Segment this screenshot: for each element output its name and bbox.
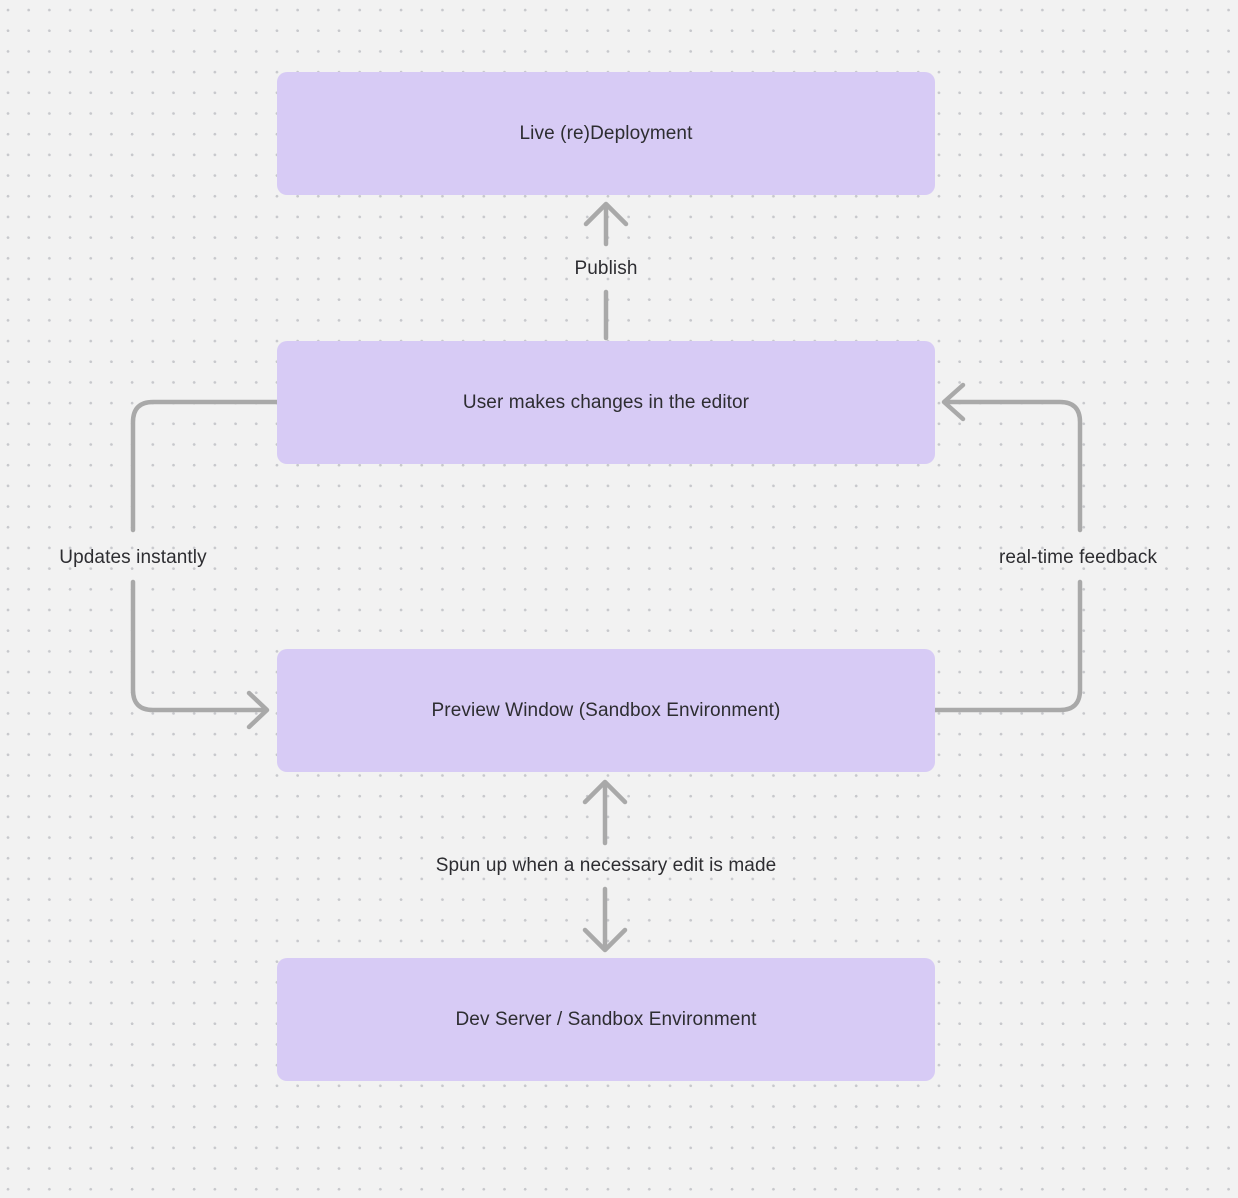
node-dev-server[interactable]: Dev Server / Sandbox Environment — [277, 958, 935, 1081]
edge-label-realtime-feedback: real-time feedback — [998, 547, 1158, 568]
node-preview-window-label: Preview Window (Sandbox Environment) — [431, 699, 781, 721]
node-live-redeployment[interactable]: Live (re)Deployment — [277, 72, 935, 195]
node-live-redeployment-label: Live (re)Deployment — [519, 122, 693, 144]
edge-label-spun-up: Spun up when a necessary edit is made — [435, 855, 777, 876]
node-dev-server-label: Dev Server / Sandbox Environment — [455, 1008, 757, 1030]
edge-label-updates-instantly: Updates instantly — [59, 547, 207, 568]
node-user-changes-label: User makes changes in the editor — [462, 391, 750, 413]
node-user-changes[interactable]: User makes changes in the editor — [277, 341, 935, 464]
node-preview-window[interactable]: Preview Window (Sandbox Environment) — [277, 649, 935, 772]
edge-label-publish: Publish — [574, 258, 638, 279]
